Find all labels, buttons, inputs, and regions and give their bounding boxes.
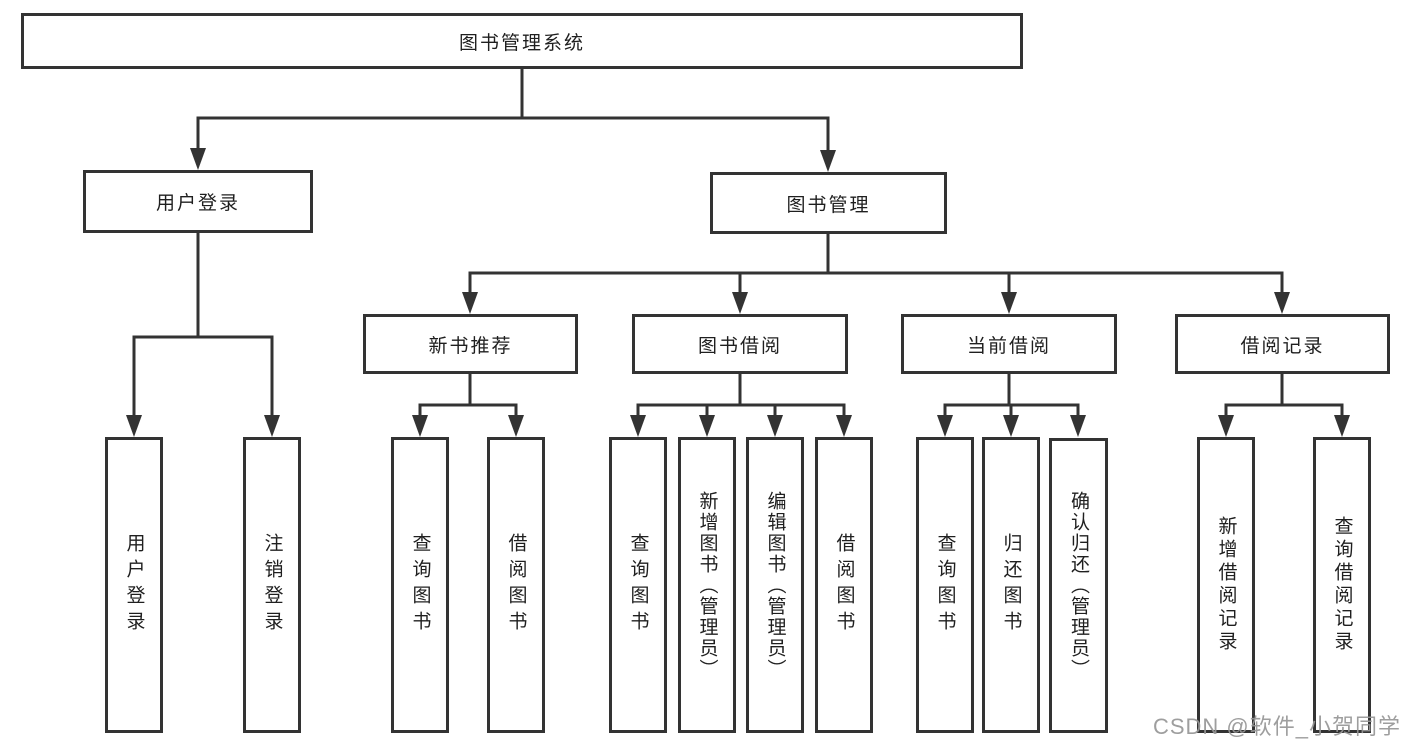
node-borrow-records: 借阅记录 [1175,314,1390,374]
node-label: 查询图书 [409,533,431,637]
node-label: 图书管理系统 [458,32,585,54]
node-book-management: 图书管理 [710,172,947,234]
node-label: 图书借阅 [697,335,782,357]
leaf-confirm-return-admin: 确认归还（管理员） [1049,438,1108,733]
node-library-management-system: 图书管理系统 [21,13,1023,69]
node-label: 编辑图书（管理员） [764,490,786,680]
arrowhead [190,148,206,170]
arrowhead [412,415,428,437]
arrowhead [1070,415,1086,437]
leaf-add-borrow-record: 新增借阅记录 [1197,437,1255,733]
leaf-return-book: 归还图书 [982,437,1040,733]
node-label: 注销登录 [261,533,283,637]
arrowhead [1274,292,1290,314]
arrowhead [1001,292,1017,314]
leaf-edit-book-admin: 编辑图书（管理员） [746,437,804,733]
arrowhead [264,415,280,437]
arrowhead [630,415,646,437]
leaf-query-books-borrow: 查询图书 [609,437,667,733]
leaf-query-books-current: 查询图书 [916,437,974,733]
arrowhead [126,415,142,437]
node-label: 借阅图书 [505,533,527,637]
arrowhead [699,415,715,437]
node-user-login: 用户登录 [83,170,313,233]
node-label: 查询借阅记录 [1331,516,1353,654]
arrowhead [1334,415,1350,437]
node-label: 查询图书 [627,533,649,637]
node-label: 查询图书 [934,533,956,637]
node-label: 新书推荐 [428,335,513,357]
arrowhead [732,292,748,314]
leaf-borrow-books-recommend: 借阅图书 [487,437,545,733]
watermark: CSDN @软件_小贺同学 [1152,714,1401,739]
leaf-query-books-recommend: 查询图书 [391,437,449,733]
node-label: 确认归还（管理员） [1068,491,1089,680]
arrowhead [767,415,783,437]
arrowhead [508,415,524,437]
leaf-borrow-books-borrow: 借阅图书 [815,437,873,733]
node-label: 归还图书 [1000,533,1022,637]
node-label: 用户登录 [155,193,240,214]
arrowhead [1003,415,1019,437]
leaf-user-login: 用户登录 [105,437,163,733]
node-label: 新增借阅记录 [1215,516,1237,654]
node-label: 用户登录 [123,533,145,637]
arrowhead [836,415,852,437]
node-label: 借阅记录 [1240,335,1325,357]
node-new-book-recommend: 新书推荐 [363,314,578,374]
arrowhead [937,415,953,437]
leaf-query-borrow-record: 查询借阅记录 [1313,437,1371,733]
node-current-borrow: 当前借阅 [901,314,1117,374]
leaf-logout: 注销登录 [243,437,301,733]
leaf-add-book-admin: 新增图书（管理员） [678,437,736,733]
arrowhead [1218,415,1234,437]
node-book-borrow: 图书借阅 [632,314,848,374]
arrowhead [462,292,478,314]
node-label: 当前借阅 [966,335,1051,357]
node-label: 新增图书（管理员） [696,490,718,680]
arrowhead [820,150,836,172]
node-label: 图书管理 [786,194,871,216]
node-label: 借阅图书 [833,533,855,637]
